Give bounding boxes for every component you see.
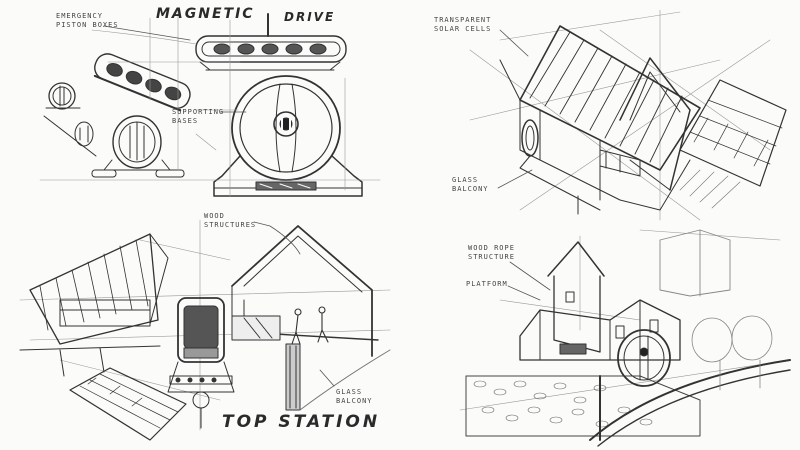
- label-wood-rope-structure: WOOD ROPE STRUCTURE: [468, 244, 515, 261]
- leader-lines: [103, 25, 551, 387]
- stone-wall: [465, 375, 701, 437]
- top-station-title: TOP STATION: [222, 412, 381, 432]
- drive-bar-top: [195, 13, 347, 71]
- label-wood-structures: WOOD STRUCTURES: [204, 212, 257, 229]
- label-platform: PLATFORM: [466, 280, 508, 288]
- large-wheel-sketch: [213, 75, 363, 197]
- castle-sketch: [459, 229, 791, 447]
- magnetic-title: MAGNETIC: [156, 6, 255, 22]
- solar-roof-sketch: [469, 9, 787, 221]
- gondola-cabin: [167, 297, 235, 429]
- magnetic-drive-sketch: [39, 9, 381, 197]
- label-supporting-bases: SUPPORTING BASES: [172, 108, 225, 125]
- construction-lines-top-left: [39, 9, 381, 197]
- label-emergency-piston-boxes: EMERGENCY PISTON BOXES: [56, 12, 119, 29]
- top-station-sketch: [19, 219, 391, 441]
- rail-wheel: [599, 329, 671, 441]
- wheel-stand-sketch: [43, 115, 97, 157]
- label-glass-balcony-right: GLASS BALCONY: [452, 176, 489, 193]
- emergency-piston-box: [93, 53, 191, 112]
- people-figures: [291, 306, 329, 345]
- label-transparent-solar-cells: TRANSPARENT SOLAR CELLS: [434, 16, 492, 33]
- medium-wheel-sketch: [91, 115, 185, 178]
- label-glass-balcony-bottom: GLASS BALCONY: [336, 388, 373, 405]
- drive-title: DRIVE: [284, 10, 336, 24]
- small-wheel-sketch: [45, 82, 81, 110]
- tile-roof-sketch: [679, 79, 787, 187]
